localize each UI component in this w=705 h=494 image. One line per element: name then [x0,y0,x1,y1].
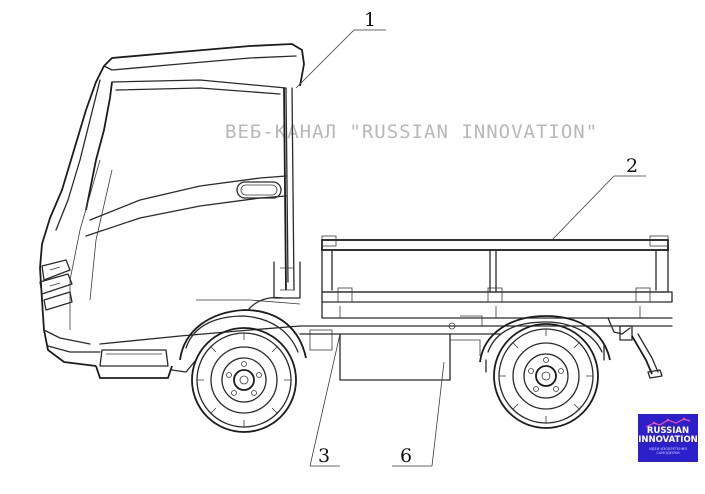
chassis [299,315,673,381]
battery-box [339,333,451,381]
leader-lines [295,29,646,467]
callout-3: 3 [318,445,330,467]
callout-6: 6 [400,445,412,467]
channel-logo: RUSSIAN INNOVATION ИДЕИ ИЗОБРЕТЕНИЯ САМО… [638,414,698,462]
callout-1: 1 [364,9,376,31]
rear-hitch [607,317,663,379]
rear-wheel [479,315,611,429]
cab [39,43,307,379]
front-wheel [191,327,297,433]
logo-line-2: INNOVATION [638,435,698,445]
callout-2: 2 [626,155,638,177]
logo-line-1: RUSSIAN [646,426,690,436]
watermark-text: ВЕБ-КАНАЛ "RUSSIAN INNOVATION" [225,121,598,143]
logo-tagline: ИДЕИ ИЗОБРЕТЕНИЯ САМОДЕЛКИ [649,447,687,455]
trend-line-icon [645,417,691,428]
cargo-bed [321,235,673,319]
